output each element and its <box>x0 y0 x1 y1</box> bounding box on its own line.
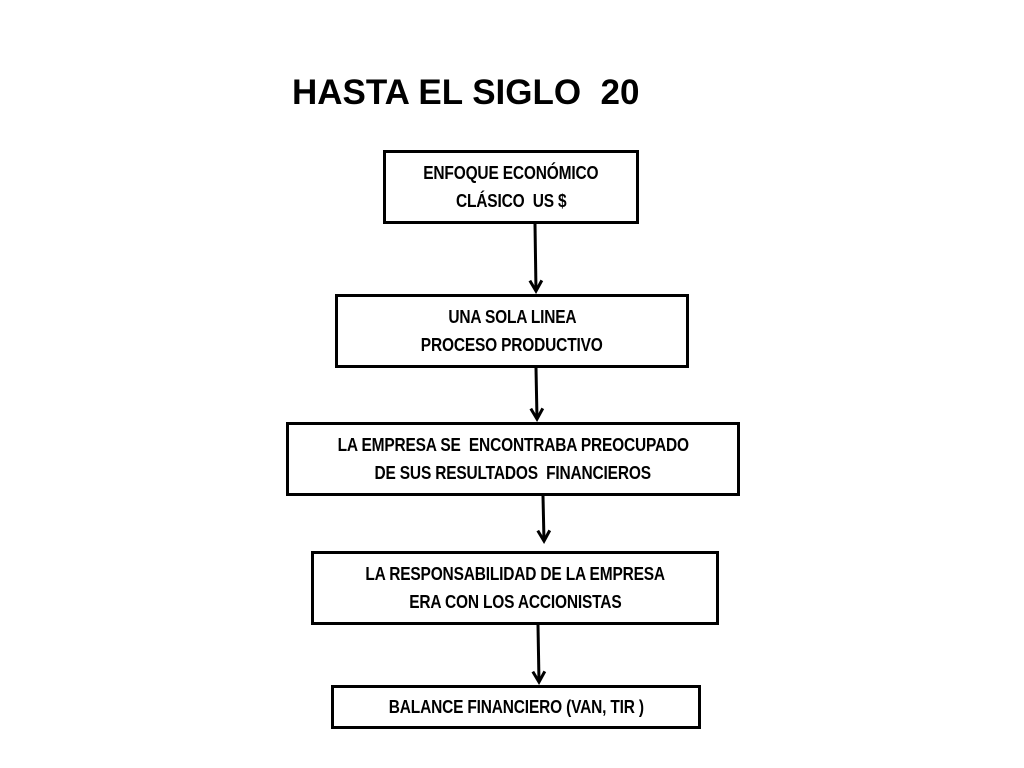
step-2-line-1: UNA SOLA LINEA <box>447 307 577 327</box>
flow-step-enfoque-economico: ENFOQUE ECONÓMICO CLÁSICO US $ <box>383 150 639 224</box>
step-2-line-2: PROCESO PRODUCTIVO <box>421 335 603 355</box>
step-5-line-1: BALANCE FINANCIERO (VAN, TIR ) <box>388 697 644 717</box>
step-1-line-1: ENFOQUE ECONÓMICO <box>423 163 599 183</box>
flow-step-balance-financiero: BALANCE FINANCIERO (VAN, TIR ) <box>331 685 701 729</box>
step-3-line-2: DE SUS RESULTADOS FINANCIEROS <box>374 463 652 483</box>
flow-step-empresa-preocupada: LA EMPRESA SE ENCONTRABA PREOCUPADO DE S… <box>286 422 740 496</box>
flow-step-responsabilidad: LA RESPONSABILIDAD DE LA EMPRESA ERA CON… <box>311 551 719 625</box>
step-1-line-2: CLÁSICO US $ <box>455 191 567 211</box>
step-3-line-1: LA EMPRESA SE ENCONTRABA PREOCUPADO <box>337 435 689 455</box>
arrow-1-to-2 <box>528 223 544 295</box>
arrow-2-to-3 <box>529 367 545 423</box>
flow-step-una-sola-linea: UNA SOLA LINEA PROCESO PRODUCTIVO <box>335 294 689 368</box>
page-title: HASTA EL SIGLO 20 <box>292 73 640 112</box>
step-4-line-1: LA RESPONSABILIDAD DE LA EMPRESA <box>365 564 665 584</box>
arrow-4-to-5 <box>531 624 547 686</box>
step-4-line-2: ERA CON LOS ACCIONISTAS <box>408 592 622 612</box>
arrow-3-to-4 <box>536 495 552 545</box>
